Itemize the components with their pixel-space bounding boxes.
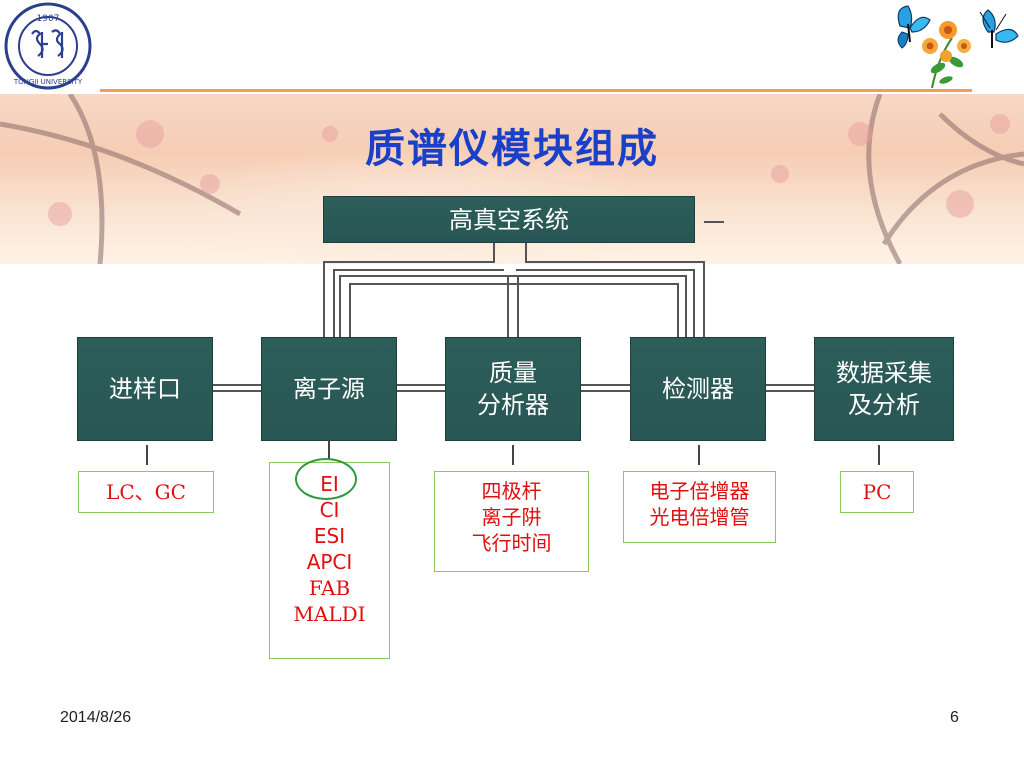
module-detector-label: 检测器 [662, 375, 734, 403]
module-mass-analyzer-box: 质量 分析器 [446, 338, 580, 440]
butterfly-flower-decoration [888, 2, 1020, 90]
detail-detector-item: 光电倍增管 [649, 505, 750, 529]
module-ion-source-label: 离子源 [293, 375, 365, 403]
tick-inlet [146, 445, 148, 465]
module-data-analysis-line1: 数据采集 [836, 359, 932, 387]
detail-analyzer-item: 离子阱 [481, 505, 542, 529]
detail-analyzer-box: 四极杆 离子阱 飞行时间 [434, 471, 589, 572]
module-inlet-label: 进样口 [109, 375, 181, 403]
detail-analyzer-item: 飞行时间 [471, 531, 552, 555]
tick-detector [698, 445, 700, 465]
module-detector-box: 检测器 [631, 338, 765, 440]
module-mass-analyzer-line1: 质量 [489, 359, 537, 387]
detail-inlet-box: LC、GC [78, 471, 214, 513]
header-rule [100, 89, 972, 92]
tick-source [328, 440, 330, 460]
detail-data-box: PC [840, 471, 914, 513]
logo-year: 1907 [37, 14, 60, 24]
vacuum-system-box: 高真空系统 [324, 197, 694, 242]
detail-source-item-esi: ESI [313, 524, 346, 548]
detail-source-item-maldi: MALDI [293, 602, 366, 626]
detail-detector-item: 电子倍增器 [649, 479, 750, 503]
connector-detector-data [766, 384, 814, 392]
page-title: 质谱仪模块组成 [365, 125, 659, 172]
detail-detector-box: 电子倍增器 光电倍增管 [623, 471, 776, 543]
module-mass-analyzer-line2: 分析器 [477, 391, 549, 419]
module-inlet-box: 进样口 [78, 338, 212, 440]
module-ion-source-box: 离子源 [262, 338, 396, 440]
ei-highlight-circle [295, 458, 357, 500]
detail-source-item-ci: CI [319, 498, 340, 522]
detail-analyzer-item: 四极杆 [481, 479, 542, 503]
module-data-analysis-line2: 及分析 [848, 391, 920, 419]
detail-source-item-fab: FAB [308, 576, 351, 600]
footer-date: 2014/8/26 [60, 709, 132, 726]
connector-analyzer-detector [581, 384, 630, 392]
detail-data-item: PC [862, 480, 892, 504]
page-number: 6 [950, 709, 959, 726]
vacuum-tail-mark [704, 221, 724, 223]
detail-source-item-apci: APCI [306, 550, 353, 574]
tick-analyzer [512, 445, 514, 465]
logo-university-name: TONGJI UNIVERSITY [13, 78, 83, 86]
university-logo: 1907 TONGJI UNIVERSITY [4, 2, 92, 90]
detail-inlet-item: LC、GC [106, 480, 186, 504]
tick-data [878, 445, 880, 465]
module-data-analysis-box: 数据采集 及分析 [815, 338, 953, 440]
connector-inlet-source [213, 384, 261, 392]
connector-source-analyzer [397, 384, 445, 392]
